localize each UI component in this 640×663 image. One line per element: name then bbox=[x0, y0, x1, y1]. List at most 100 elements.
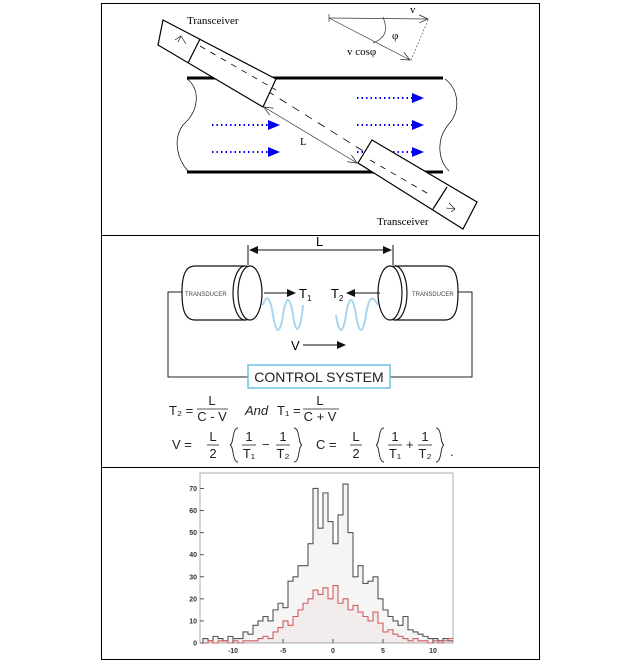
histogram-bin bbox=[333, 585, 338, 643]
histogram-bin bbox=[208, 640, 213, 643]
ultrasonic-waves bbox=[262, 297, 379, 331]
eq2-lhs: T₁ = bbox=[277, 403, 301, 418]
histogram-bin bbox=[353, 605, 358, 643]
transceiver-bottom bbox=[357, 139, 478, 230]
histogram-bin bbox=[288, 625, 293, 643]
histogram-bin bbox=[328, 598, 333, 643]
histogram-bin bbox=[298, 565, 303, 643]
histogram-bin bbox=[248, 640, 253, 643]
histogram-bin bbox=[393, 634, 398, 643]
histogram-bin bbox=[248, 634, 253, 643]
histogram-bin bbox=[373, 612, 378, 643]
x-tick-label: -10 bbox=[228, 648, 238, 655]
histogram-bin bbox=[428, 638, 433, 643]
histogram-bin bbox=[338, 603, 343, 643]
histogram-bin bbox=[278, 627, 283, 643]
histogram-bin bbox=[213, 636, 218, 643]
transducer-right bbox=[377, 265, 459, 321]
eq3-half-den: 2 bbox=[209, 446, 216, 461]
histogram-bin bbox=[423, 636, 428, 643]
y-tick-label: 60 bbox=[189, 508, 197, 515]
histogram-bin bbox=[383, 631, 388, 643]
histogram-bin bbox=[388, 629, 393, 643]
histogram-bin bbox=[353, 576, 358, 643]
histogram-bin bbox=[243, 640, 248, 643]
x-tick-label: 5 bbox=[381, 648, 385, 655]
histogram-bin bbox=[368, 620, 373, 643]
velocity-label: V bbox=[291, 338, 300, 353]
vector-phi-label: φ bbox=[392, 30, 398, 42]
transceiver-top-label: Transceiver bbox=[187, 15, 239, 27]
histogram-bin bbox=[203, 638, 208, 643]
histogram-bin bbox=[328, 521, 333, 643]
eq3-half-num: L bbox=[209, 429, 216, 444]
velocity-vector-diagram bbox=[328, 14, 428, 60]
distance-dimension bbox=[247, 245, 394, 265]
histogram-bin bbox=[318, 594, 323, 643]
eq2-denominator: C + V bbox=[304, 409, 337, 424]
histogram-bin bbox=[348, 532, 353, 643]
eq3-b-den: T₂ bbox=[277, 446, 290, 461]
histogram-bin bbox=[308, 598, 313, 643]
histogram-bin bbox=[398, 625, 403, 643]
vector-vcos-label: v cosφ bbox=[347, 46, 376, 58]
eq3-b-num: 1 bbox=[279, 429, 286, 444]
histogram-bin bbox=[408, 629, 413, 643]
histogram-bin bbox=[363, 583, 368, 643]
equations: T₂ = L C - V And T₁ = L C + V V = L 2 1 … bbox=[169, 393, 454, 463]
y-tick-label: 50 bbox=[189, 530, 197, 537]
transducer-right-label: TRANSDUCER bbox=[412, 292, 454, 298]
ultrasonic-pipe-diagram: L Transceiver Transceiver v φ v cosφ bbox=[157, 4, 478, 230]
histogram-bin bbox=[273, 609, 278, 643]
circuit-wires bbox=[167, 291, 473, 378]
histogram-bin bbox=[218, 640, 223, 643]
eq2-numerator: L bbox=[316, 393, 323, 408]
transit-time-diagram: L TRANSDUCER TRANSDUCER T1 T2 V CONTROL bbox=[167, 234, 473, 389]
y-tick-label: 70 bbox=[189, 486, 197, 493]
t1-label: T1 bbox=[299, 286, 312, 303]
histogram-bin bbox=[223, 640, 228, 643]
histogram-bin bbox=[263, 616, 268, 643]
vector-v-label: v bbox=[410, 4, 416, 16]
histogram-bin bbox=[228, 636, 233, 643]
histogram-bin bbox=[418, 634, 423, 643]
histogram-bin bbox=[278, 603, 283, 643]
histogram-bin bbox=[318, 528, 323, 643]
histogram-bin bbox=[258, 620, 263, 643]
distance-label: L bbox=[316, 234, 323, 249]
histogram-bin bbox=[273, 631, 278, 643]
y-tick-label: 40 bbox=[189, 552, 197, 559]
eq3-op: − bbox=[262, 437, 270, 452]
histogram-bin bbox=[293, 576, 298, 643]
eq-period: . bbox=[450, 444, 454, 459]
histogram-bin bbox=[418, 640, 423, 643]
histogram-bin bbox=[283, 607, 288, 643]
histogram-bin bbox=[413, 631, 418, 643]
histogram-bin bbox=[253, 625, 258, 643]
histogram-bin bbox=[303, 603, 308, 643]
histogram-bin bbox=[363, 616, 368, 643]
histogram-bin bbox=[378, 623, 383, 643]
histogram-bin bbox=[358, 565, 363, 643]
series-line-subset bbox=[203, 585, 453, 644]
histogram-bin bbox=[313, 590, 318, 643]
eq3-a-num: 1 bbox=[245, 429, 252, 444]
histogram-bin bbox=[383, 609, 388, 643]
control-system-label: CONTROL SYSTEM bbox=[254, 369, 383, 385]
histogram-bin bbox=[243, 631, 248, 643]
histogram-bin bbox=[343, 484, 348, 643]
eq4-half-den: 2 bbox=[352, 446, 359, 461]
panel-frame bbox=[101, 3, 540, 660]
histogram-bin bbox=[403, 638, 408, 643]
y-tick-label: 0 bbox=[193, 641, 197, 648]
histogram-bin bbox=[448, 640, 453, 643]
t2-label: T2 bbox=[331, 286, 344, 303]
histogram-bin bbox=[378, 598, 383, 643]
plot-area bbox=[199, 472, 454, 644]
eq3-a-den: T₁ bbox=[243, 446, 256, 461]
pipe bbox=[176, 76, 457, 174]
histogram-bin bbox=[438, 640, 443, 643]
histogram-bin bbox=[433, 640, 438, 643]
flow-arrows bbox=[212, 93, 424, 157]
